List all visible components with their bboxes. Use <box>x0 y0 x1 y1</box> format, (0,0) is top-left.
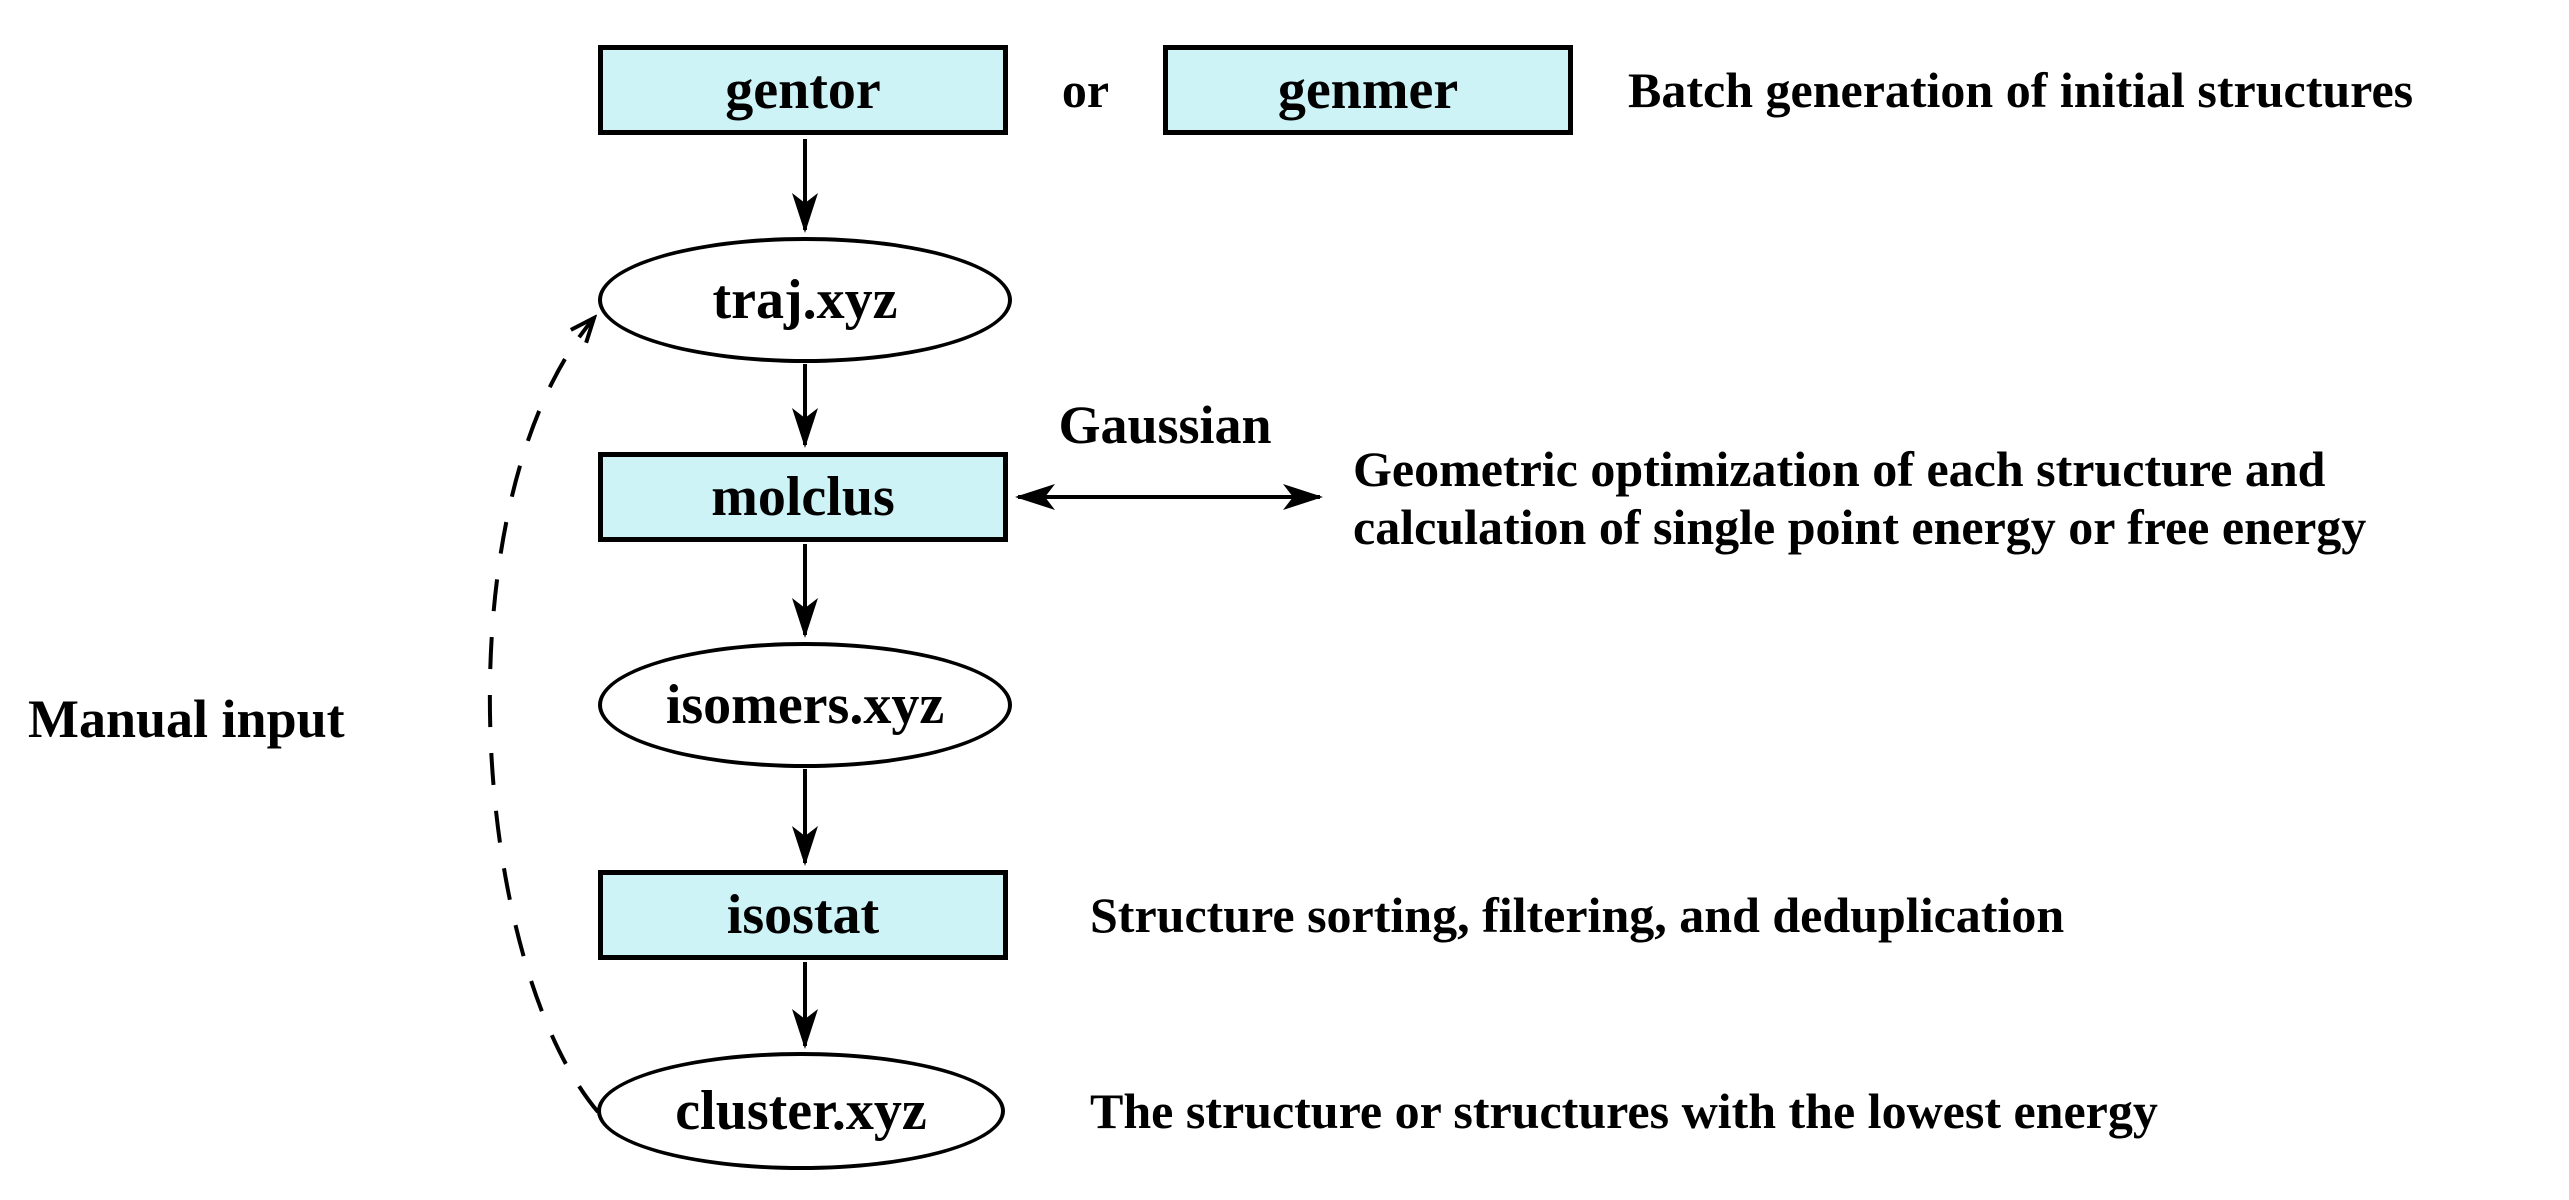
node-genmer-label: genmer <box>1277 59 1459 121</box>
dashed-arrow-manual-input-cluster-to-traj <box>487 318 600 1114</box>
node-gentor: gentor <box>598 45 1008 135</box>
isostat-description: Structure sorting, filtering, and dedupl… <box>1090 887 2065 943</box>
node-isostat-label: isostat <box>726 884 880 946</box>
manual-input-label: Manual input <box>28 689 345 749</box>
node-cluster-xyz: cluster.xyz <box>597 1052 1005 1170</box>
node-molclus-label: molclus <box>711 466 895 528</box>
node-genmer: genmer <box>1163 45 1573 135</box>
molclus-description: Geometric optimization of each structure… <box>1353 441 2367 555</box>
or-label: or <box>1061 62 1110 118</box>
cluster-description: The structure or structures with the low… <box>1090 1083 2158 1139</box>
node-isostat: isostat <box>598 870 1008 960</box>
node-molclus: molclus <box>598 452 1008 542</box>
node-gentor-label: gentor <box>725 59 881 121</box>
gaussian-label: Gaussian <box>1058 395 1272 455</box>
node-cluster-xyz-label: cluster.xyz <box>675 1080 927 1142</box>
node-traj-xyz-label: traj.xyz <box>712 269 898 331</box>
node-isomers-xyz-label: isomers.xyz <box>665 674 945 736</box>
batch-generation-description: Batch generation of initial structures <box>1628 62 2414 118</box>
node-traj-xyz: traj.xyz <box>598 237 1012 363</box>
node-isomers-xyz: isomers.xyz <box>598 642 1012 768</box>
